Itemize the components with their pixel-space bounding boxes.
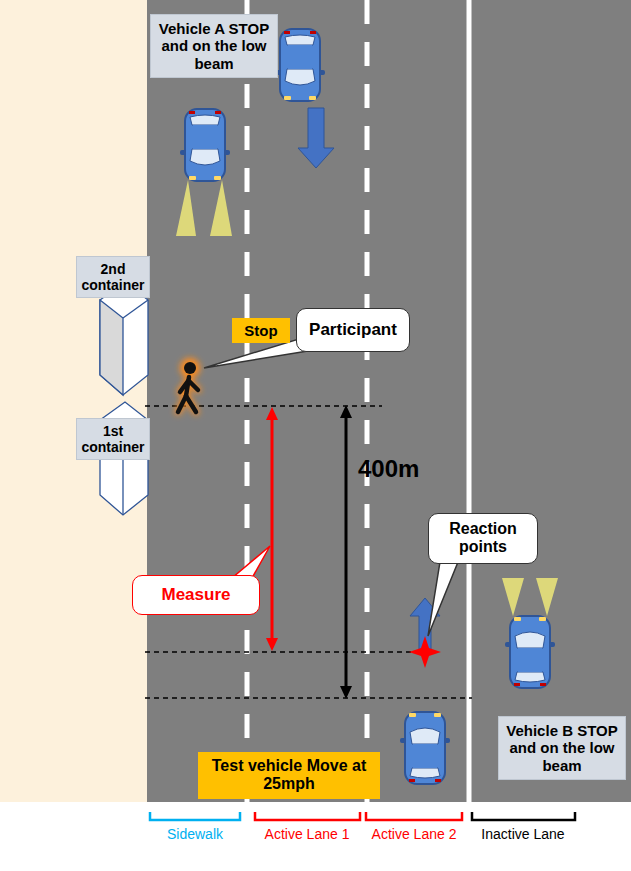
moving-car bbox=[275, 29, 325, 101]
measure-arrow bbox=[266, 638, 278, 651]
node-text: Reaction points bbox=[433, 520, 533, 557]
measure-arrow bbox=[271, 416, 274, 642]
container-label: 1st container bbox=[76, 418, 150, 460]
callout-bubble: Participant bbox=[296, 308, 410, 352]
reaction-star bbox=[409, 636, 441, 668]
reference-line bbox=[145, 697, 472, 699]
lane-label: Active Lane 2 bbox=[372, 826, 457, 842]
direction-arrow bbox=[298, 108, 334, 168]
label-text: 400m bbox=[358, 455, 419, 482]
callout-bubble: Reaction points bbox=[428, 513, 538, 564]
vehicle-label: Vehicle A STOP and on the low beam bbox=[150, 14, 278, 78]
label-text: Sidewalk bbox=[167, 826, 223, 842]
lane-line bbox=[365, 0, 370, 802]
vehicle-b bbox=[505, 616, 555, 688]
participant-figure bbox=[178, 361, 198, 412]
container-label: 2nd container bbox=[76, 256, 150, 298]
callout-bubble: Measure bbox=[132, 575, 260, 615]
headlight-beam bbox=[502, 578, 524, 616]
label-text: Active Lane 1 bbox=[265, 826, 350, 842]
lane-bracket bbox=[150, 812, 240, 820]
lane-bracket bbox=[472, 812, 575, 820]
distance-arrow bbox=[340, 405, 352, 418]
node-text: 1st container bbox=[79, 423, 147, 455]
node-text: Participant bbox=[301, 320, 405, 340]
label-text: Inactive Lane bbox=[481, 826, 564, 842]
callout-tail bbox=[232, 546, 270, 578]
lane-line bbox=[245, 0, 250, 802]
vehicle-label: Vehicle B STOP and on the low beam bbox=[498, 716, 626, 780]
vehicle-label: Test vehicle Move at 25mph bbox=[198, 752, 380, 799]
lane-bracket bbox=[366, 812, 462, 820]
stop-label: Stop bbox=[232, 318, 290, 343]
headlight-beam bbox=[176, 180, 196, 236]
container-2 bbox=[100, 282, 148, 395]
lane-bracket bbox=[255, 812, 360, 820]
node-text: Test vehicle Move at 25mph bbox=[202, 757, 376, 794]
callout-tail bbox=[428, 562, 458, 636]
distance-label: 400m bbox=[358, 455, 419, 483]
distance-arrow bbox=[345, 414, 348, 690]
node-text: Vehicle B STOP and on the low beam bbox=[503, 722, 621, 774]
label-text: Active Lane 2 bbox=[372, 826, 457, 842]
test-vehicle bbox=[400, 712, 450, 784]
road-surface bbox=[147, 0, 631, 802]
measure-arrow bbox=[266, 407, 278, 420]
reference-line bbox=[145, 651, 418, 653]
node-text: 2nd container bbox=[79, 261, 147, 293]
lane-line bbox=[467, 0, 472, 802]
headlight-beam bbox=[536, 578, 558, 616]
sidewalk-ground bbox=[0, 0, 147, 802]
headlight-beam bbox=[210, 180, 232, 236]
lane-label: Inactive Lane bbox=[481, 826, 564, 842]
lane-label: Sidewalk bbox=[167, 826, 223, 842]
vehicle-a bbox=[180, 109, 230, 181]
distance-arrow bbox=[340, 686, 352, 699]
node-text: Measure bbox=[137, 585, 255, 605]
node-text: Stop bbox=[234, 322, 288, 339]
lane-label: Active Lane 1 bbox=[265, 826, 350, 842]
node-text: Vehicle A STOP and on the low beam bbox=[155, 20, 273, 72]
